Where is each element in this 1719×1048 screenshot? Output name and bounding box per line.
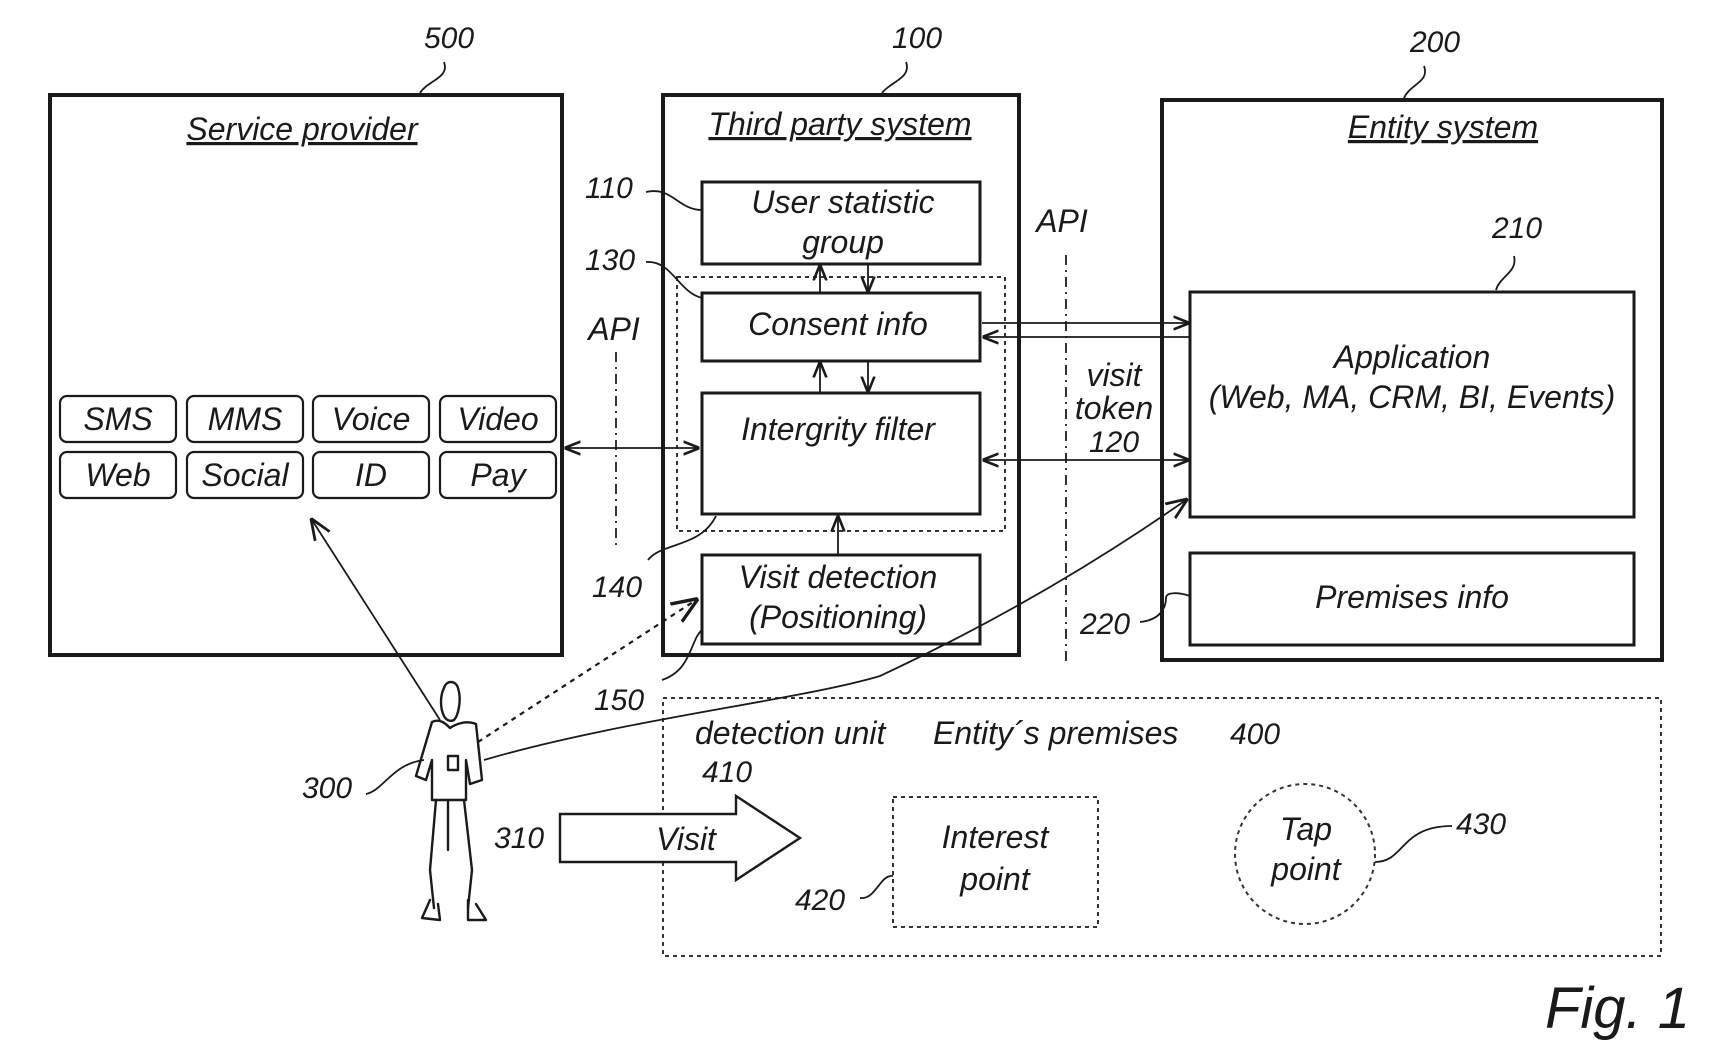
interest-point-line2: point [959, 861, 1031, 897]
service-grid: SMS MMS Voice Video Web Social ID Pay [60, 396, 556, 498]
visit-token-line1: visit [1086, 357, 1142, 393]
ref-220: 220 [1079, 608, 1130, 641]
interest-point-line1: Interest [942, 819, 1050, 855]
ref-leader-130 [646, 262, 702, 298]
ref-leader-500 [420, 62, 445, 93]
ref-100: 100 [892, 22, 942, 55]
ref-130: 130 [585, 244, 635, 277]
ref-500: 500 [424, 22, 474, 55]
user-statistic-line2: group [802, 224, 884, 260]
visit-detection-line1: Visit detection [739, 559, 938, 595]
detection-unit-ref: 410 [702, 756, 752, 789]
ref-140: 140 [592, 571, 642, 604]
service-social: Social [201, 457, 289, 493]
third-party-block: 100 Third party system User statistic gr… [585, 22, 1019, 717]
visit-arrow-label: Visit [656, 821, 717, 857]
user-statistic-line1: User statistic [751, 184, 934, 220]
ref-leader-140 [648, 516, 716, 560]
service-mms: MMS [208, 401, 283, 437]
consent-info-label: Consent info [748, 306, 928, 342]
integrity-filter-label: Intergrity filter [741, 411, 936, 447]
ref-210: 210 [1491, 212, 1542, 245]
application-line2: (Web, MA, CRM, BI, Events) [1209, 379, 1616, 415]
service-voice: Voice [332, 401, 411, 437]
arrow-user-to-service [312, 520, 440, 720]
third-party-title: Third party system [708, 106, 971, 142]
service-provider-block: 500 Service provider SMS MMS Voice Video… [50, 22, 562, 655]
user-head [441, 682, 460, 721]
user-figure: 300 [302, 682, 486, 920]
ref-200: 200 [1409, 26, 1460, 59]
tap-point-line2: point [1270, 851, 1342, 887]
tap-point-ref: 430 [1456, 808, 1506, 841]
service-web: Web [85, 457, 150, 493]
service-provider-box [50, 95, 562, 655]
visit-arrow-ref: 310 [494, 822, 544, 855]
ref-leader-200 [1404, 66, 1425, 98]
ref-leader-430 [1375, 826, 1452, 862]
service-pay: Pay [470, 457, 527, 493]
visit-token-ref: 120 [1089, 426, 1139, 459]
detection-unit-label: detection unit [695, 715, 886, 751]
api-left-label: API [586, 311, 640, 347]
tap-point-line1: Tap [1280, 811, 1332, 847]
entity-system-block: 200 Entity system Application (Web, MA, … [1079, 26, 1662, 660]
interest-point-ref: 420 [795, 884, 845, 917]
user-feet [422, 900, 486, 920]
user-ref: 300 [302, 772, 352, 805]
api-right-label: API [1034, 203, 1088, 239]
figure-label: Fig. 1 [1545, 976, 1690, 1041]
service-id: ID [355, 457, 387, 493]
entity-system-title: Entity system [1348, 109, 1538, 145]
ref-leader-100 [882, 62, 907, 93]
entity-premises-ref: 400 [1230, 718, 1280, 751]
ref-leader-300 [366, 760, 424, 794]
ref-leader-110 [646, 191, 702, 210]
service-video: Video [457, 401, 538, 437]
visit-token-line2: token [1075, 390, 1153, 426]
ref-150: 150 [594, 684, 644, 717]
application-line1: Application [1332, 339, 1491, 375]
entity-premises-title: Entity´s premises [933, 715, 1178, 751]
service-provider-title: Service provider [186, 111, 419, 147]
entity-premises-block: detection unit 410 Entity´s premises 400… [663, 698, 1661, 956]
ref-110: 110 [585, 172, 633, 205]
phone-icon [448, 756, 458, 770]
ref-leader-420 [860, 876, 893, 898]
service-sms: SMS [83, 401, 152, 437]
user-legs [430, 800, 472, 908]
ref-leader-220 [1140, 593, 1190, 622]
visit-detection-line2: (Positioning) [749, 599, 927, 635]
ref-leader-210 [1496, 256, 1515, 290]
premises-info-label: Premises info [1315, 579, 1509, 615]
